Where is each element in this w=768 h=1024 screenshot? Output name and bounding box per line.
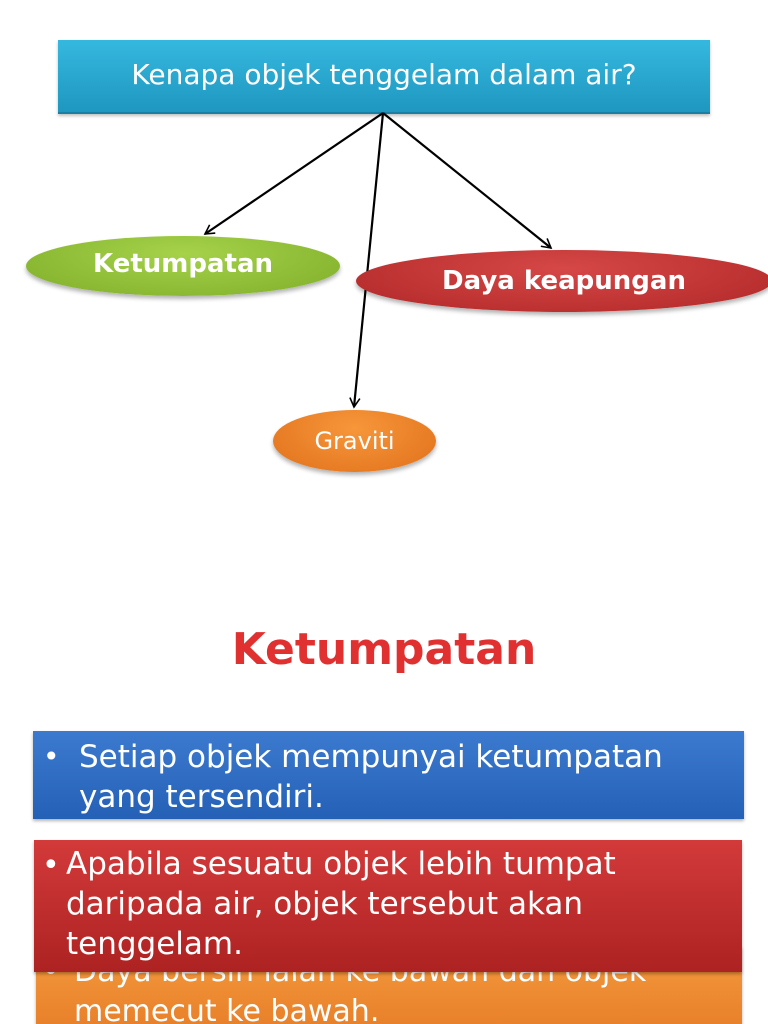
point-card-1: • Setiap objek mempunyai ketumpatan yang… [33, 731, 744, 819]
slide-heading: Ketumpatan [231, 624, 537, 675]
node-ketumpatan: Ketumpatan [26, 236, 340, 296]
node-graviti: Graviti [273, 410, 436, 472]
node-ketumpatan-label: Ketumpatan [93, 249, 273, 279]
arrow-to-graviti [349, 112, 385, 409]
node-daya-keapungan-label: Daya keapungan [442, 266, 686, 296]
point-text-2: Apabila sesuatu objek lebih tumpat darip… [66, 846, 616, 962]
node-graviti-label: Graviti [314, 427, 395, 455]
bullet-1: • [43, 740, 60, 773]
point-card-2: • Apabila sesuatu objek lebih tumpat dar… [34, 840, 742, 972]
node-daya-keapungan: Daya keapungan [356, 250, 768, 312]
arrow-to-daya-keapungan [382, 112, 553, 250]
connector-arrows [203, 112, 553, 409]
arrow-to-ketumpatan [203, 112, 384, 235]
question-text: Kenapa objek tenggelam dalam air? [131, 57, 637, 91]
slide-concept-map: Kenapa objek tenggelam dalam air? Ketump… [26, 40, 768, 472]
bullet-2: • [42, 848, 60, 883]
slide-ketumpatan: Ketumpatan • Daya bersih ialah ke bawah … [0, 512, 768, 1024]
question-box: Kenapa objek tenggelam dalam air? [58, 40, 710, 114]
point-text-1: Setiap objek mempunyai ketumpatan yang t… [79, 739, 663, 815]
